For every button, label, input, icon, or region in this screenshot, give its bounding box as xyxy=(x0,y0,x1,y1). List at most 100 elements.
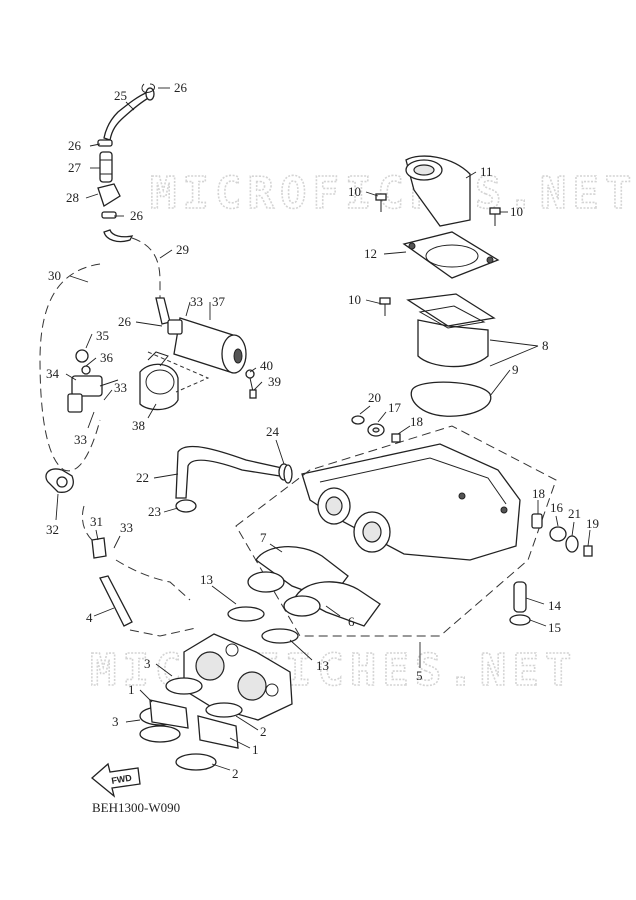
callout-22: 22 xyxy=(136,470,149,485)
callout-40: 40 xyxy=(260,358,273,373)
callout-39: 39 xyxy=(268,374,281,389)
bolt-10-b xyxy=(489,207,501,226)
callout-33: 33 xyxy=(120,520,133,535)
clamp-24 xyxy=(283,464,293,484)
callout-10: 10 xyxy=(510,204,523,219)
callout-9: 9 xyxy=(512,362,519,377)
hose-29 xyxy=(103,229,171,325)
callout-7: 7 xyxy=(260,530,267,545)
callout-13: 13 xyxy=(200,572,213,587)
fitting-18 xyxy=(531,513,543,529)
hose-22 xyxy=(175,445,290,499)
callout-26: 26 xyxy=(174,80,188,95)
callout-5: 5 xyxy=(416,668,423,683)
duct-7-pair xyxy=(247,545,381,627)
watermark-bottom: MICROFICHES.NET xyxy=(90,645,577,696)
callout-33: 33 xyxy=(114,380,127,395)
callout-33: 33 xyxy=(74,432,87,447)
callout-17: 17 xyxy=(388,400,402,415)
valve-34 xyxy=(67,349,119,413)
fwd-arrow-icon: FWD xyxy=(90,762,141,798)
callout-21: 21 xyxy=(568,506,581,521)
hose-4 xyxy=(99,559,197,637)
callout-35: 35 xyxy=(96,328,109,343)
throttle-body xyxy=(183,633,293,721)
hose-clip-40 xyxy=(245,369,257,399)
callout-1: 1 xyxy=(128,682,135,697)
callout-3: 3 xyxy=(144,656,151,671)
screw-18 xyxy=(391,433,401,443)
callout-18: 18 xyxy=(532,486,545,501)
drain-pipe-14 xyxy=(509,581,531,626)
callout-38: 38 xyxy=(132,418,145,433)
gasket-9 xyxy=(410,381,492,417)
hose-31 xyxy=(81,505,107,559)
cover-plate-12 xyxy=(402,231,500,279)
grommet-16 xyxy=(549,526,567,542)
callout-1: 1 xyxy=(252,742,259,757)
clip-26-upper xyxy=(97,139,113,147)
callout-27: 27 xyxy=(68,160,82,175)
hose-30 xyxy=(39,263,101,472)
callout-19: 19 xyxy=(586,516,599,531)
fuel-filter-27 xyxy=(99,151,113,183)
callout-15: 15 xyxy=(548,620,561,635)
callout-32: 32 xyxy=(46,522,59,537)
bracket-38 xyxy=(139,351,179,411)
callout-25: 25 xyxy=(114,88,127,103)
callout-14: 14 xyxy=(548,598,562,613)
callout-29: 29 xyxy=(176,242,189,257)
callout-4: 4 xyxy=(86,610,93,625)
callout-16: 16 xyxy=(550,500,564,515)
callout-2: 2 xyxy=(232,766,239,781)
callout-2: 2 xyxy=(260,724,267,739)
bolt-10-a xyxy=(375,193,387,212)
plug-17 xyxy=(367,423,385,437)
callout-10: 10 xyxy=(348,184,361,199)
callout-18: 18 xyxy=(410,414,423,429)
air-filter-8 xyxy=(406,293,496,368)
callout-24: 24 xyxy=(266,424,280,439)
intake-duct-11 xyxy=(405,155,471,227)
callout-37: 37 xyxy=(212,294,226,309)
watermark-top: MICROFICHES.NET xyxy=(150,168,636,219)
callout-3: 3 xyxy=(112,714,119,729)
leader-lines xyxy=(55,87,591,771)
callout-26: 26 xyxy=(118,314,132,329)
callout-8: 8 xyxy=(542,338,549,353)
clip-26-top xyxy=(141,83,155,93)
bolt-19 xyxy=(583,545,593,557)
callout-13: 13 xyxy=(316,658,329,673)
holder-28 xyxy=(97,183,121,207)
callout-12: 12 xyxy=(364,246,377,261)
spring-21 xyxy=(565,535,579,553)
clip-26-lower xyxy=(101,211,117,219)
canister-37 xyxy=(167,317,247,374)
callout-26: 26 xyxy=(130,208,144,223)
callout-23: 23 xyxy=(148,504,161,519)
callout-20: 20 xyxy=(368,390,381,405)
hose-25 xyxy=(103,87,155,141)
callout-10: 10 xyxy=(348,292,361,307)
clamp-2 xyxy=(139,702,243,771)
joint-1 xyxy=(149,699,239,749)
callout-33: 33 xyxy=(190,294,203,309)
clamp-23 xyxy=(175,499,197,513)
callout-28: 28 xyxy=(66,190,79,205)
callout-26: 26 xyxy=(68,138,82,153)
clamp-32 xyxy=(45,468,74,493)
callout-11: 11 xyxy=(480,164,493,179)
callout-34: 34 xyxy=(46,366,60,381)
grommet-20 xyxy=(351,415,365,425)
guide-38-box xyxy=(147,351,210,393)
callout-31: 31 xyxy=(90,514,103,529)
diagram-code: BEH1300-W090 xyxy=(92,800,180,815)
clamps-13 xyxy=(227,606,299,644)
callout-30: 30 xyxy=(48,268,61,283)
bolt-10-c xyxy=(379,297,391,316)
fwd-label: FWD xyxy=(111,772,133,785)
callouts: 25 26 26 27 28 26 29 30 33 37 26 35 36 3… xyxy=(46,80,599,781)
callout-36: 36 xyxy=(100,350,114,365)
air-box-outline xyxy=(235,425,557,637)
